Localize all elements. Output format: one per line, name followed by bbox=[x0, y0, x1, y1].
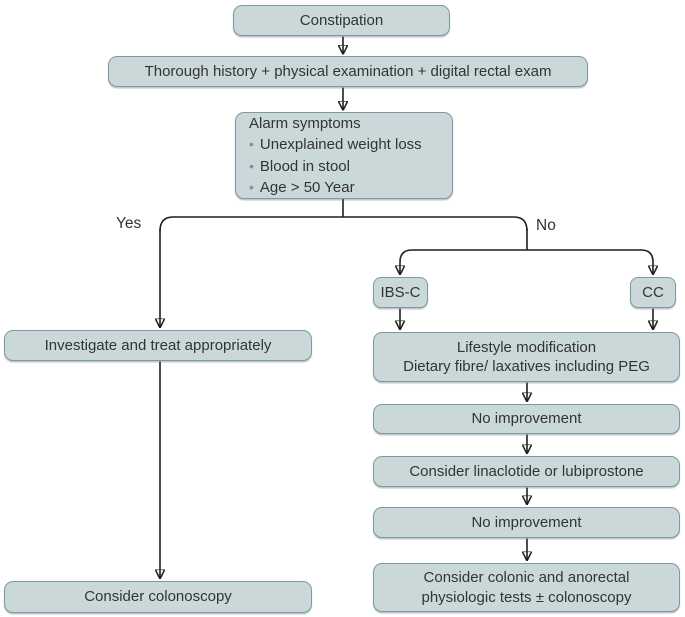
node-colonic-anorectal-tests: Consider colonic and anorectal physiolog… bbox=[373, 563, 680, 612]
alarm-title: Alarm symptoms bbox=[249, 114, 361, 132]
lifestyle-line2: Dietary fibre/ laxatives including PEG bbox=[403, 358, 650, 375]
colonic-line2: physiologic tests ± colonoscopy bbox=[421, 588, 632, 606]
arrow-split-to-cc bbox=[527, 249, 653, 274]
alarm-item: • Unexplained weight loss bbox=[249, 134, 422, 155]
node-consider-colonoscopy: Consider colonoscopy bbox=[4, 581, 312, 613]
branch-label-yes: Yes bbox=[116, 215, 142, 232]
alarm-item-text: Blood in stool bbox=[259, 157, 350, 175]
node-history-exam: Thorough history + physical examination … bbox=[108, 56, 588, 87]
node-no-improvement-2: No improvement bbox=[373, 507, 680, 538]
arrow-split-to-ibsc bbox=[400, 249, 527, 274]
node-no-improvement-1: No improvement bbox=[373, 404, 680, 434]
node-consider-linaclotide: Consider linaclotide or lubiprostone bbox=[373, 456, 680, 487]
node-ibs-c: IBS-C bbox=[373, 277, 428, 308]
node-lifestyle-modification: Lifestyle modification Dietary fibre/ la… bbox=[373, 332, 680, 382]
bullet-icon: • bbox=[249, 157, 254, 174]
colonic-line1: Consider colonic and anorectal bbox=[423, 569, 630, 586]
node-cc: CC bbox=[630, 277, 676, 308]
line-yes-no-branch bbox=[159, 216, 528, 232]
branch-label-no: No bbox=[536, 217, 556, 234]
lifestyle-line1: Lifestyle modification bbox=[456, 338, 597, 356]
bullet-icon: • bbox=[249, 136, 254, 153]
node-constipation: Constipation bbox=[233, 5, 450, 36]
node-investigate-treat: Investigate and treat appropriately bbox=[4, 330, 312, 361]
alarm-item: • Blood in stool bbox=[249, 156, 350, 177]
alarm-item-text: Age > 50 Year bbox=[259, 178, 355, 196]
alarm-item: • Age > 50 Year bbox=[249, 177, 355, 198]
alarm-item-text: Unexplained weight loss bbox=[259, 136, 422, 154]
node-alarm-symptoms: Alarm symptoms • Unexplained weight loss… bbox=[235, 112, 453, 199]
bullet-icon: • bbox=[249, 178, 254, 195]
